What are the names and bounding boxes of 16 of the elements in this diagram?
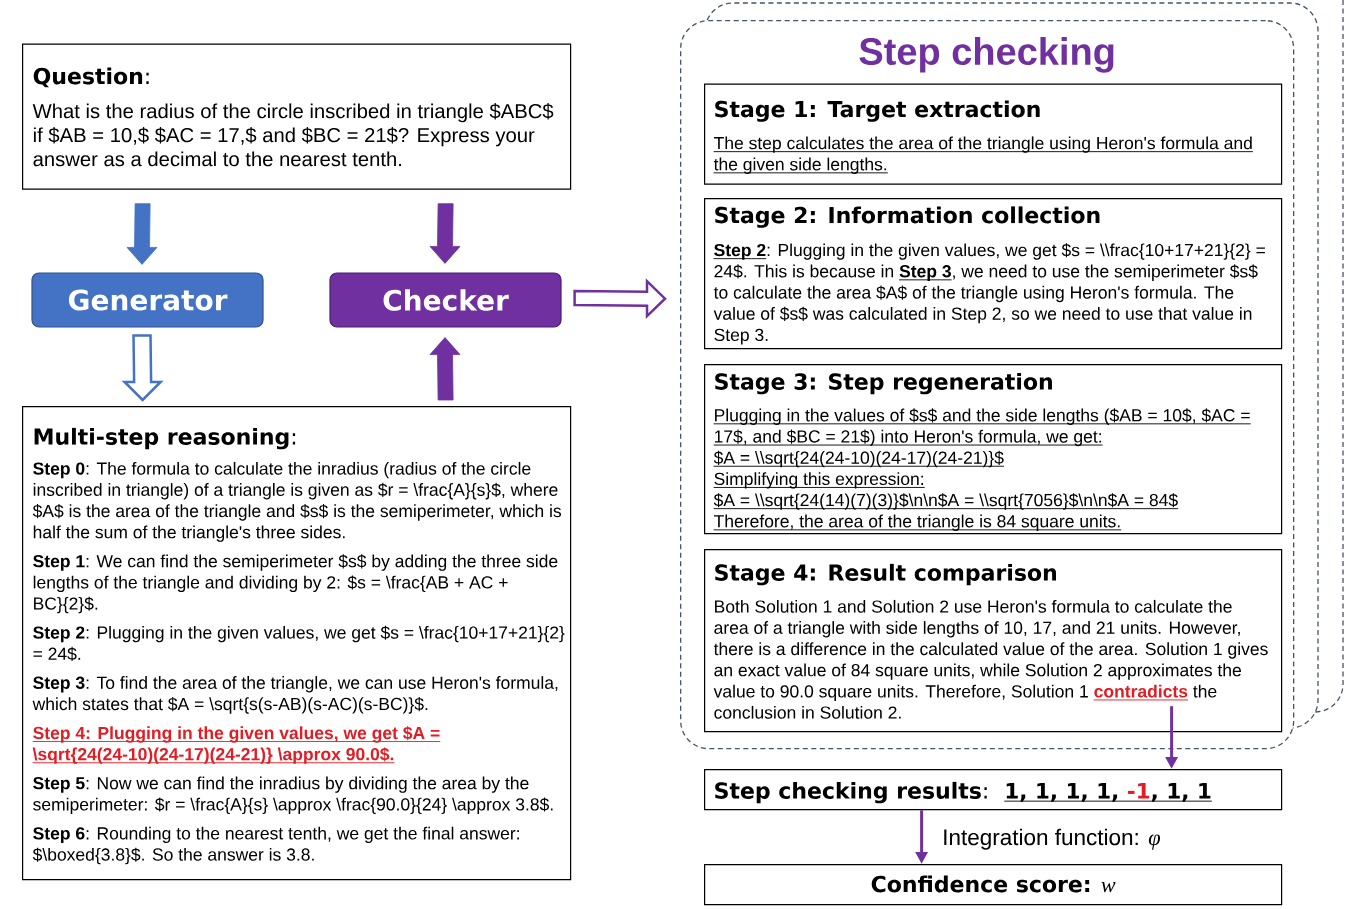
edge-label: Integration function: φ — [941, 827, 1162, 851]
reasoning-box: Multi-step reasoning: Step 0: The formula to calculate the inradius (radius of the circle inscribed in triangle) of a triangle is given as $r = \frac{A}{s}$, where $A$ is the area of the triangle and $s$ is the semiperimeter, which is half the sum of the triangle's three sides. Step 1: We can find the semiperimeter $s$ by adding the three side lengths of the triangle and dividing by 2: $s = \frac{AB + AC + BC}{2}$. Step 2: Plugging in the given values, we get $s = \frac{10+17+21}{2} = 24$. Step 3: To find the area of the triangle, we can use Heron's formula, which states that $A = \sqrt{s(s-AB)(s-AC)(s-BC)}$. Step 4: Plugging in the given values, we get $A = \sqrt{24(24-10)(24-17)(24-21)} \approx 90.0$. Step 5: Now we can find the inradius by dividing the area by the semiperimeter: $r = \frac{A}{s} \approx \frac{90.0}{24} \approx 3.8$. Step 6: Rounding to the nearest tenth, we get the final answer: $\boxed{3.8}$. So the answer is 3.8. — [22, 406, 572, 881]
score-box: Confidence score: w — [704, 864, 1283, 906]
stage-box: Stage 3: Step regeneration Plugging in the values of $s$ and the side lengths ($AB = 10$, $AC = 17$, and $BC = 21$) into Heron's formula, we get: $A = \\sqrt{24(24-10)(24-17)(24-21)}$ Simplifying this expression: $A = \\sqrt{24(14)(7)(3)}$\n\n$A = \\sqrt{7056}$\n\n$A = 84$ Therefore, the area of the triangle is 84 square units. — [704, 364, 1283, 535]
stage-box: Stage 4: Result comparison Both Solution 1 and Solution 2 use Heron's formula to calculate the area of a triangle with side lengths of 10, 17, and 21 units. However, there is a difference in the calculated value of the area. Solution 1 gives an exact value of 84 square units, while Solution 2 approximates the value to 90.0 square units. Therefore, Solution 1 contradicts the conclusion in Solution 2. — [704, 549, 1283, 733]
block-arrow — [429, 337, 461, 401]
hollow-arrow — [573, 278, 667, 320]
stage-box: Stage 2: Information collection Step 2: Plugging in the given values, we get $s = \\frac{10+17+21}{2} = 24$. This is because in Step 3, we need to use the semiperimeter $s$ to calculate the area $A$ of the triangle using Heron's formula. The value of $s$ was calculated in Step 2, so we need to use that value in Step 3. — [704, 198, 1283, 350]
block-arrow — [429, 203, 461, 264]
process-box: Generator — [31, 272, 264, 328]
results-box: Step checking results: 1, 1, 1, 1, -1, 1, 1 — [704, 769, 1283, 811]
block-arrow — [126, 203, 158, 265]
stage-box: Stage 1: Target extraction The step calculates the area of the triangle using Heron's formula and the given side lengths. — [704, 83, 1283, 185]
question-box: Question: What is the radius of the circle inscribed in triangle $ABC$ if $AB = 10,$ $AC = 17,$ and $BC = 21$? Express your answer as a decimal to the nearest tenth. — [22, 43, 572, 190]
hollow-arrow — [121, 334, 164, 402]
process-box: Checker — [329, 272, 562, 328]
